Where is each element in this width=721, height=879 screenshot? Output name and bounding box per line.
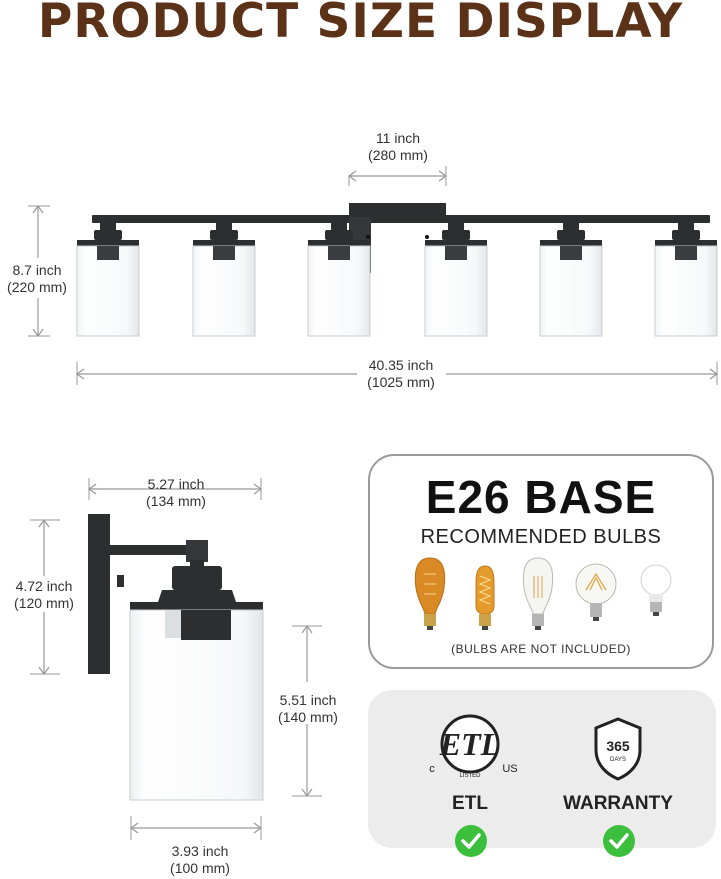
lamp-5 xyxy=(539,223,603,337)
lamp-1 xyxy=(76,223,140,337)
st64-clear-bulb-icon xyxy=(522,557,554,630)
etl-listed-icon: ETL LISTED c US xyxy=(429,714,518,779)
lamp-6 xyxy=(654,223,718,337)
warranty-days-number: 365 xyxy=(606,738,630,754)
depth-dimension-arrow xyxy=(87,478,263,500)
bulb-icons-row xyxy=(414,557,672,630)
lamp-3 xyxy=(307,223,371,337)
a19-led-bulb-icon xyxy=(640,564,672,616)
lamp-4 xyxy=(424,223,488,337)
shade-height-dimension-arrow xyxy=(292,624,322,798)
width-dimension-arrow xyxy=(75,362,719,385)
front-view-diagram xyxy=(28,166,719,385)
t45-spiral-bulb-icon xyxy=(475,565,495,630)
width-dimension-label: 40.35 inch(1025 mm) xyxy=(367,357,435,390)
st64-amber-bulb-icon xyxy=(414,557,446,630)
shade-height-dimension-label: 5.51 inch(140 mm) xyxy=(278,692,338,725)
etl-mark-letters: ETL xyxy=(439,726,500,762)
height-dimension-arrow xyxy=(28,204,50,338)
bulbs-not-included-note: (BULBS ARE NOT INCLUDED) xyxy=(451,642,631,656)
warranty-days-text: DAYS xyxy=(610,757,626,763)
certification-card: ETL LISTED c US ETL 365 DAYS WARRANTY xyxy=(368,690,716,857)
height-dimension-label: 8.7 inch(220 mm) xyxy=(7,262,67,295)
a19-filament-bulb-icon xyxy=(575,563,617,621)
spacing-dimension-label: 11 inch(280 mm) xyxy=(368,130,428,163)
warranty-shield-icon: 365 DAYS xyxy=(594,717,642,781)
spacing-dimension-arrow xyxy=(347,166,448,186)
recommended-bulbs-label: RECOMMENDED BULBS xyxy=(420,526,662,548)
bulb-info-card: E26 BASE RECOMMENDED BULBS xyxy=(368,454,714,669)
etl-us-text: US xyxy=(502,763,517,775)
fixture-side xyxy=(88,514,264,801)
depth-dimension-label: 5.27 inch(134 mm) xyxy=(146,476,206,509)
sconce-height-dimension-label: 4.72 inch(120 mm) xyxy=(14,578,74,611)
page-title: PRODUCT SIZE DISPLAY xyxy=(37,0,684,49)
shade-width-dimension-arrow xyxy=(129,816,263,840)
side-view-diagram xyxy=(30,478,322,840)
sconce-height-dimension-arrow xyxy=(30,518,60,676)
etl-label: ETL xyxy=(452,793,488,814)
shade-width-dimension-label: 3.93 inch(100 mm) xyxy=(170,843,230,876)
etl-check-icon xyxy=(455,825,487,857)
etl-c-text: c xyxy=(429,763,435,775)
base-type-heading: E26 BASE xyxy=(425,471,657,523)
warranty-label: WARRANTY xyxy=(563,793,673,814)
fixture-front xyxy=(92,203,710,273)
lamp-2 xyxy=(192,223,256,337)
warranty-check-icon xyxy=(603,825,635,857)
etl-listed-text: LISTED xyxy=(459,773,481,779)
